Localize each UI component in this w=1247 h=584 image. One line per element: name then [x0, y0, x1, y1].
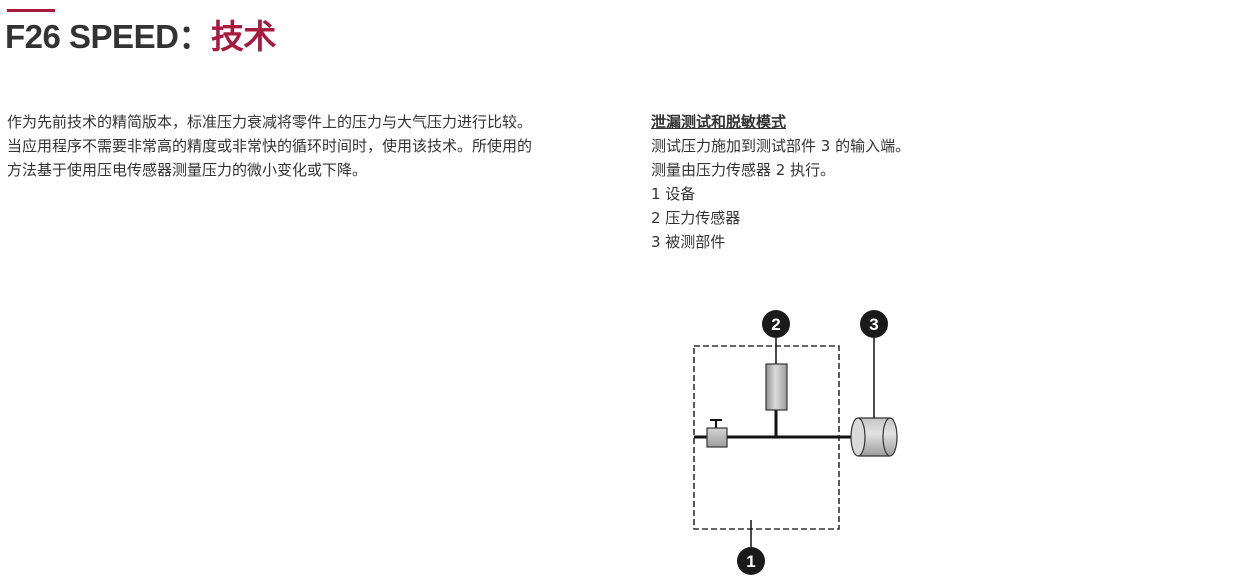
valve-body	[706, 427, 728, 448]
intro-line: 方法基于使用压电传感器测量压力的微小变化或下降。	[7, 161, 368, 179]
leak-test-line: 测试压力施加到测试部件 3 的输入端。	[651, 137, 911, 155]
test-part-front-face	[850, 417, 866, 457]
callout-1: 1	[737, 547, 765, 575]
intro-paragraph: 作为先前技术的精简版本，标准压力衰减将零件上的压力与大气压力进行比较。 当应用程…	[7, 110, 617, 182]
test-part-back-face	[882, 417, 898, 457]
legend-item-test-part: 3 被测部件	[651, 233, 726, 251]
legend-item-device: 1 设备	[651, 185, 696, 203]
page-title-prefix: F26 SPEED：	[5, 18, 211, 55]
intro-line: 作为先前技术的精简版本，标准压力衰减将零件上的压力与大气压力进行比较。	[7, 113, 533, 131]
leak-test-section: 泄漏测试和脱敏模式 测试压力施加到测试部件 3 的输入端。 测量由压力传感器 2…	[651, 110, 1211, 254]
intro-line: 当应用程序不需要非常高的精度或非常快的循环时间时，使用该技术。所使用的	[7, 137, 533, 155]
pressure-sensor	[765, 363, 788, 411]
page-title: F26 SPEED：技术	[5, 14, 276, 60]
page-title-accent: 技术	[210, 18, 277, 55]
leak-test-line: 测量由压力传感器 2 执行。	[651, 161, 836, 179]
leak-test-heading: 泄漏测试和脱敏模式	[651, 113, 787, 131]
callout-1-label: 1	[746, 552, 755, 571]
callout-2: 2	[762, 310, 790, 338]
legend-item-pressure-sensor: 2 压力传感器	[651, 209, 741, 227]
callout-3: 3	[860, 310, 888, 338]
callout-2-label: 2	[771, 315, 780, 334]
title-accent-bar	[7, 9, 55, 12]
callout-3-label: 3	[869, 315, 878, 334]
leak-test-diagram: 2 3 1	[693, 310, 898, 575]
